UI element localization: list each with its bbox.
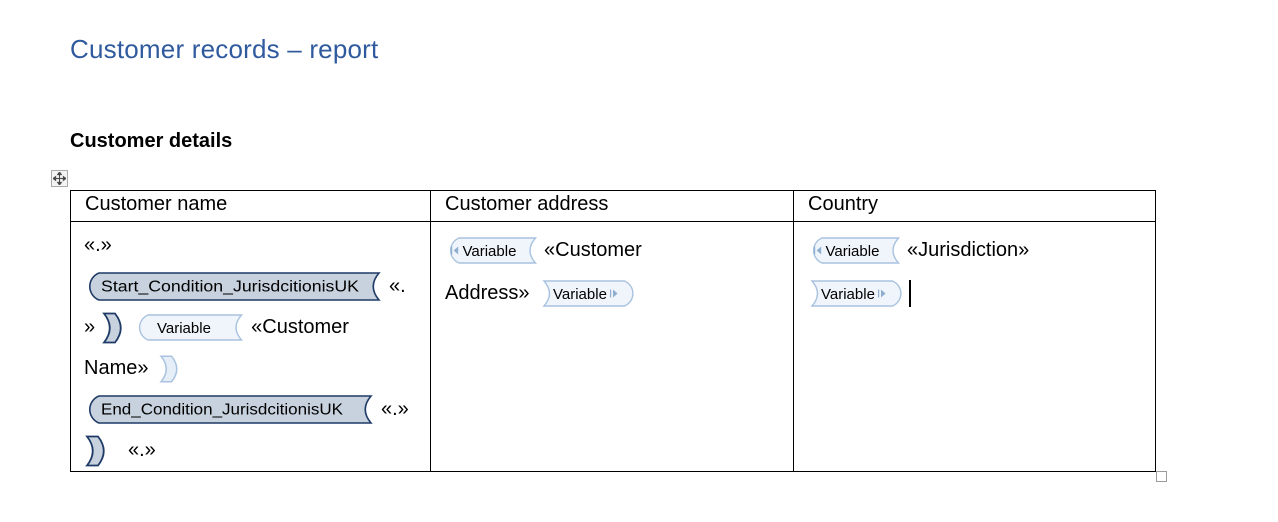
tag-outline — [449, 237, 538, 264]
table-header-row: Customer name Customer address Country — [70, 190, 1156, 222]
tag-outline — [541, 280, 634, 307]
condition-end-marker[interactable] — [101, 312, 127, 344]
line-1: Variable «Jurisdiction» — [808, 229, 1151, 272]
section-heading[interactable]: Customer details — [70, 130, 233, 152]
merge-field-text[interactable]: «Customer — [251, 316, 349, 338]
merge-field-text[interactable]: «Customer — [544, 239, 642, 261]
header-country[interactable]: Country — [793, 190, 1156, 222]
customer-details-table: Customer name Customer address Country «… — [70, 190, 1156, 472]
tag-outline — [812, 237, 901, 264]
cell-country[interactable]: Variable «Jurisdiction» Variable — [793, 221, 1156, 472]
tag-outline — [810, 280, 902, 307]
merge-chevron-text[interactable]: «.» — [128, 439, 156, 461]
header-customer-address[interactable]: Customer address — [430, 190, 794, 222]
merge-field-text[interactable]: «Jurisdiction» — [907, 239, 1030, 261]
variable-end-tag[interactable]: Variable — [540, 280, 639, 307]
collapse-right-icon — [878, 289, 886, 298]
tag-outline — [89, 395, 373, 424]
line-1: «.» — [84, 225, 426, 266]
collapse-left-icon — [451, 246, 459, 255]
line-1: Variable «Customer — [445, 229, 789, 272]
variable-tag[interactable]: Variable — [134, 314, 246, 341]
marker-outline — [85, 435, 105, 466]
header-customer-name[interactable]: Customer name — [70, 190, 431, 222]
variable-start-tag[interactable]: Variable — [808, 237, 903, 264]
variable-end-marker[interactable] — [158, 354, 184, 383]
start-condition-tag[interactable]: Start_Condition_JurisdcitionisUK — [84, 272, 384, 301]
line-4: Name» — [84, 348, 426, 389]
table-move-handle[interactable] — [51, 170, 68, 187]
tag-label: Variable — [157, 320, 211, 337]
tag-outline — [139, 314, 244, 341]
marker-outline — [102, 312, 122, 343]
line-5: End_Condition_JurisdcitionisUK «.» — [84, 389, 426, 430]
table-resize-handle[interactable] — [1156, 471, 1167, 482]
marker-outline — [159, 354, 178, 383]
tag-label: End_Condition_JurisdcitionisUK — [101, 402, 344, 419]
line-2: Address» Variable — [445, 272, 789, 315]
tag-label: Start_Condition_JurisdcitionisUK — [101, 279, 360, 296]
line-2: Start_Condition_JurisdcitionisUK «. — [84, 266, 426, 307]
merge-field-text[interactable]: Address» — [445, 282, 530, 304]
text-caret — [909, 280, 911, 307]
collapse-left-icon — [814, 246, 822, 255]
cell-customer-address[interactable]: Variable «Customer Address» Variable — [430, 221, 794, 472]
tag-label: Variable — [553, 286, 607, 303]
table-body-row: «.» Start_Condition_JurisdcitionisUK «. … — [70, 221, 1156, 472]
tag-label: Variable — [821, 286, 875, 303]
tag-label: Variable — [463, 243, 517, 260]
tag-label: Variable — [826, 243, 880, 260]
cell-customer-name[interactable]: «.» Start_Condition_JurisdcitionisUK «. … — [70, 221, 431, 472]
merge-chevron-text[interactable]: » — [84, 316, 96, 338]
variable-end-tag[interactable]: Variable — [808, 280, 907, 307]
tag-outline — [89, 272, 381, 301]
line-6: «.» — [84, 430, 426, 471]
move-cross-icon — [53, 172, 66, 185]
line-2: Variable — [808, 272, 1151, 315]
merge-chevron-text[interactable]: «.» — [84, 234, 112, 256]
condition-end-marker[interactable] — [84, 435, 110, 467]
merge-chevron-text[interactable]: «.» — [381, 398, 409, 420]
document-title[interactable]: Customer records – report — [70, 34, 379, 64]
variable-start-tag[interactable]: Variable — [445, 237, 540, 264]
collapse-right-icon — [609, 289, 618, 298]
merge-field-text[interactable]: Name» — [84, 357, 149, 379]
merge-chevron-text[interactable]: «. — [389, 275, 406, 297]
line-3: » Variable «Customer — [84, 307, 426, 348]
end-condition-tag[interactable]: End_Condition_JurisdcitionisUK — [84, 395, 376, 424]
